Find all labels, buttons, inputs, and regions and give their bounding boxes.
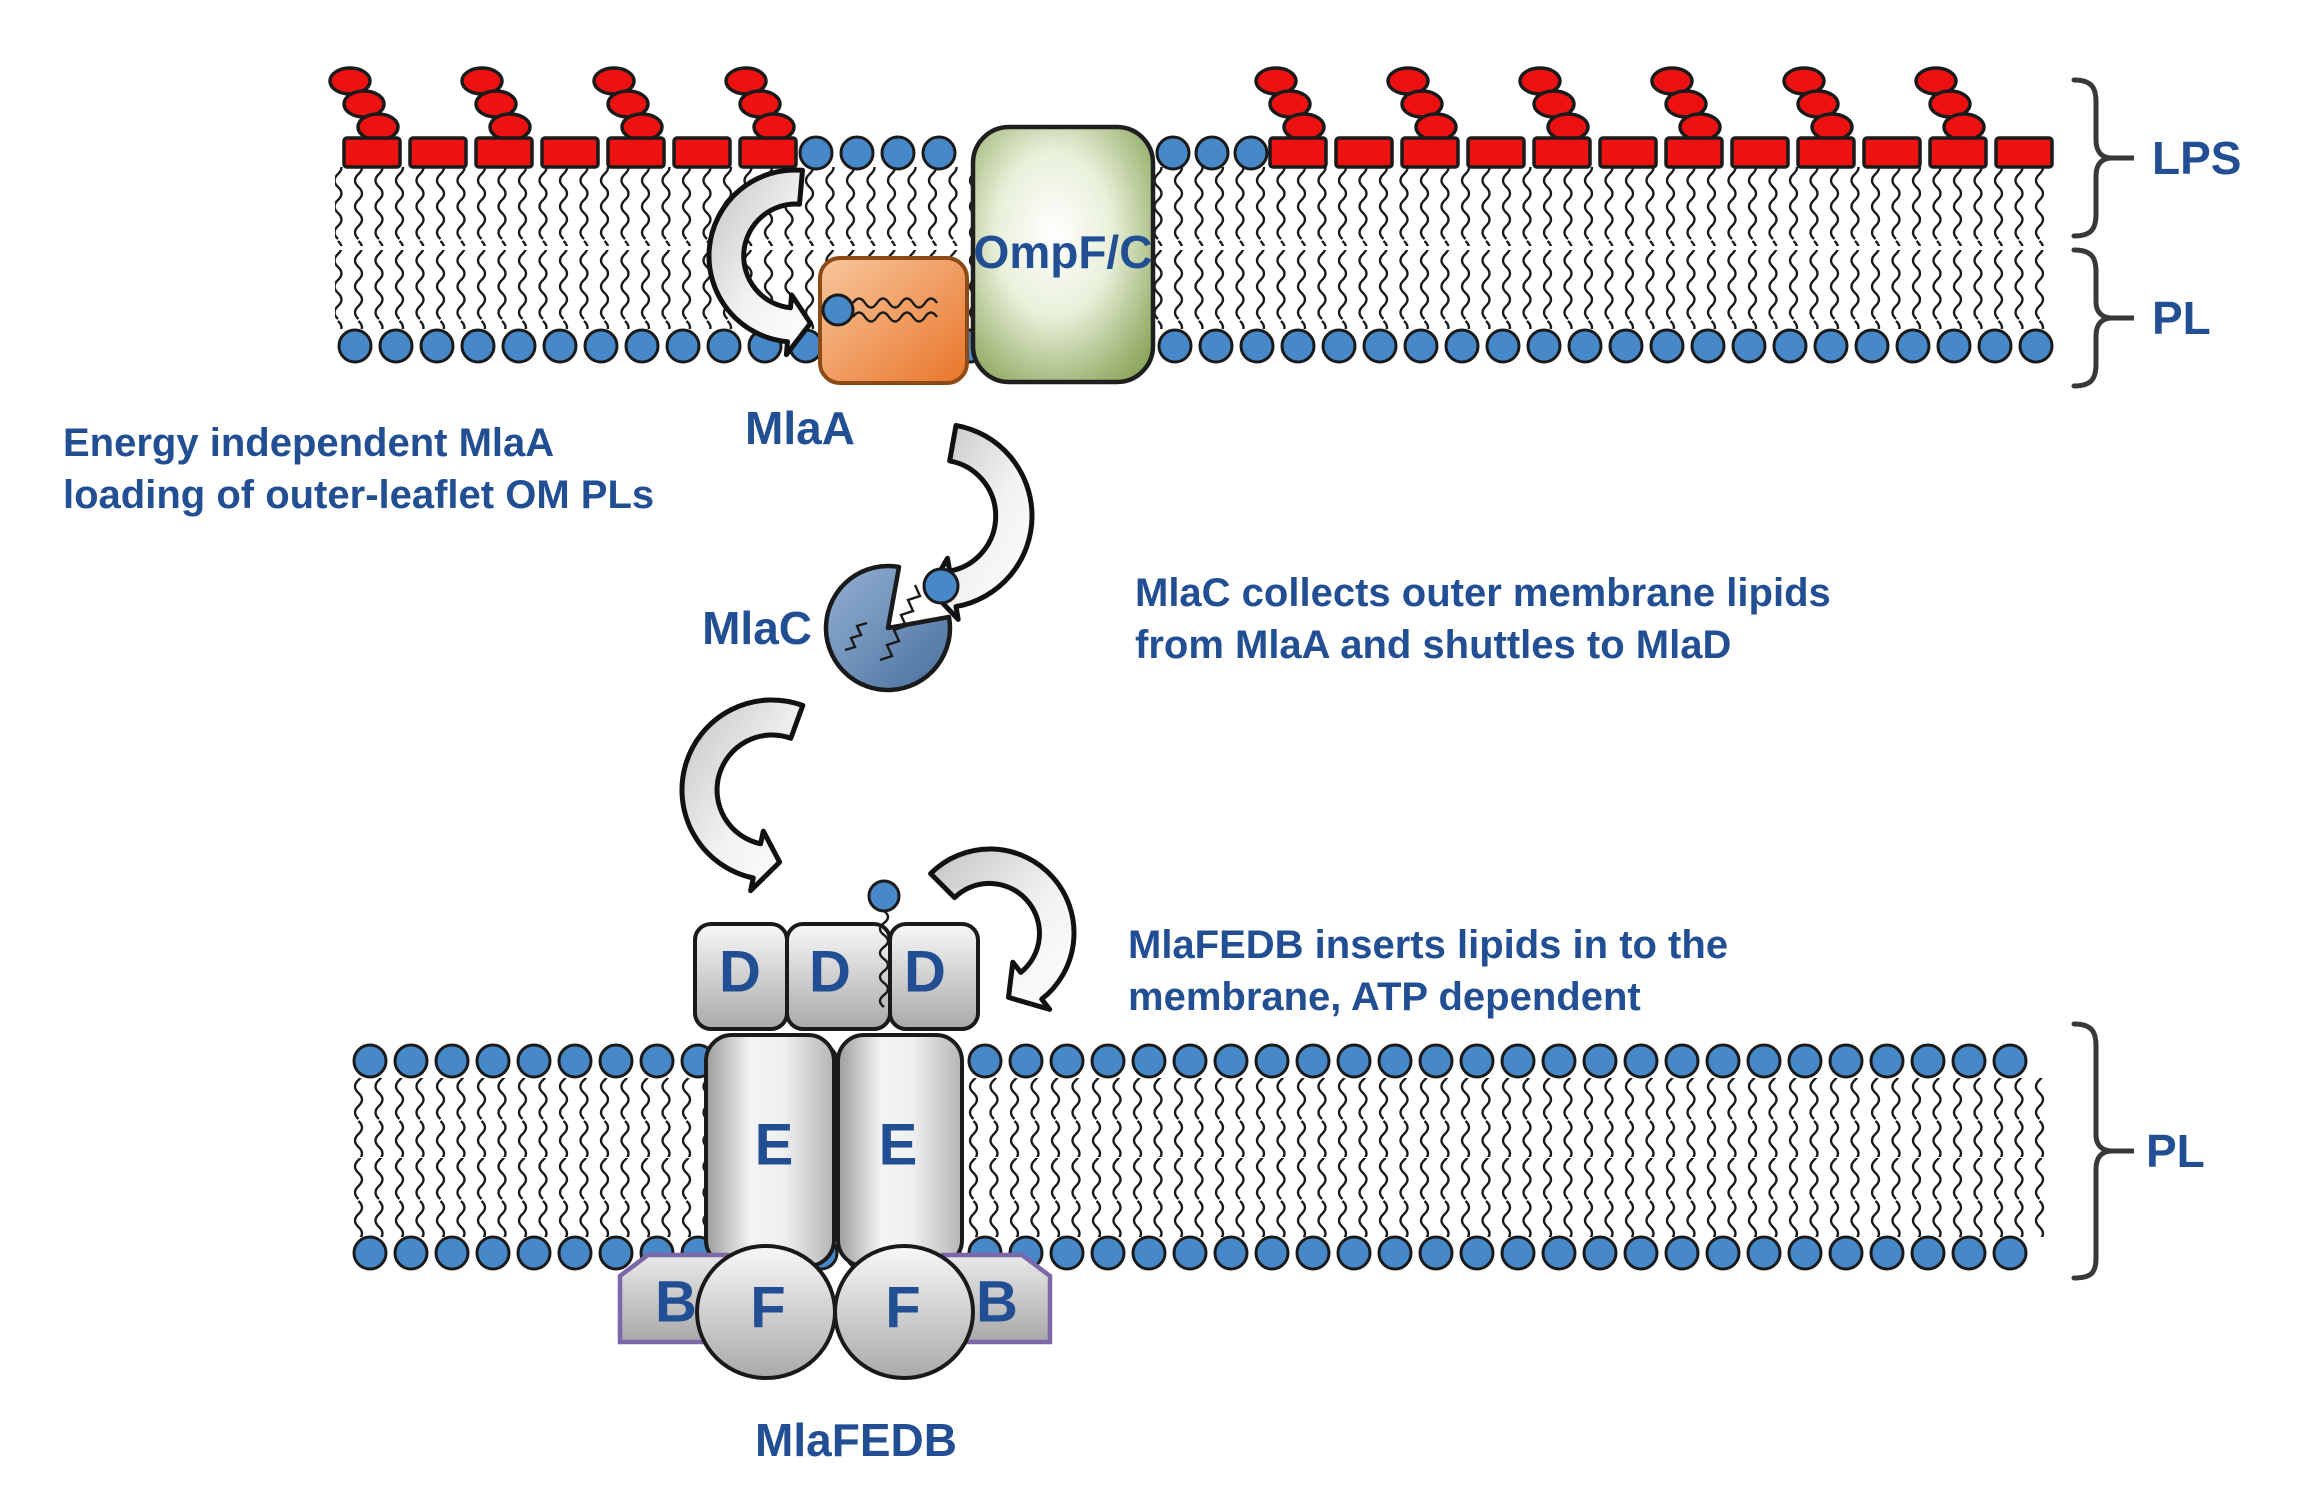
arrow-mlafedb-to-membrane [928, 846, 1077, 1012]
outer-leaflet-tails [335, 167, 2047, 246]
outer-leaflet-tails [350, 1078, 2050, 1157]
annotations: Energy independent MlaA loading of outer… [63, 402, 1831, 1466]
annotation-mlac-shuttle-line1: MlaC collects outer membrane lipids [1135, 571, 1831, 615]
layer-brackets: LPS PL PL [2071, 77, 2241, 1281]
phospholipid-in-mlaa [821, 293, 938, 327]
pl-brace-inner-membrane [2071, 1021, 2134, 1281]
inner-leaflet-tails [350, 1158, 2050, 1237]
mlafedb-label: MlaFEDB [755, 1414, 957, 1466]
annotation-mlac-shuttle-line2: from MlaA and shuttles to MlaD [1135, 623, 1731, 667]
annotation-mlafedb-insert-line1: MlaFEDB inserts lipids in to the [1128, 923, 1728, 967]
mlaa-label: MlaA [745, 402, 855, 454]
mlad-letter: D [904, 940, 946, 1005]
pl-label-inner: PL [2146, 1125, 2205, 1177]
mlad-letter: D [809, 940, 851, 1005]
outer-leaflet-pl-heads-gap2 [1155, 135, 1269, 171]
outer-leaflet-pl-heads [352, 1043, 2028, 1079]
outer-membrane [328, 66, 2054, 364]
inner-membrane [350, 1043, 2050, 1271]
mlac-body [823, 563, 953, 693]
ompfc-label: OmpF/C [974, 226, 1153, 278]
lps-oantigen-row-left [328, 66, 796, 142]
phospholipid-in-mlad [867, 879, 901, 1008]
pl-label-outer: PL [2152, 292, 2211, 344]
annotation-mlaa-loading-line2: loading of outer-leaflet OM PLs [63, 473, 654, 517]
mlaa-protein [818, 256, 969, 385]
lps-head-row-right [1268, 136, 2054, 169]
mlac-label: MlaC [702, 602, 812, 654]
annotation-mlafedb-insert-line2: membrane, ATP dependent [1128, 975, 1641, 1019]
inner-leaflet-pl-heads [352, 1235, 2028, 1271]
annotation-mlaa-loading-line1: Energy independent MlaA [63, 421, 554, 465]
pl-brace-outer-membrane [2071, 247, 2134, 389]
mlac-protein [823, 563, 960, 693]
mlad-subunit-right [888, 922, 980, 1031]
outer-leaflet-pl-heads-gap1 [798, 135, 957, 171]
mlafedb-complex: D D D E E F F B B [617, 879, 1053, 1380]
mlab-letter: B [655, 1270, 697, 1335]
mlad-letter: D [719, 940, 761, 1005]
arrow-mlac-to-mlad [679, 697, 806, 894]
phospholipid-in-mlac [844, 567, 960, 662]
mlab-letter: B [976, 1270, 1018, 1335]
mlae-letter: E [755, 1113, 794, 1178]
mlaf-letter: F [750, 1276, 785, 1341]
mlaf-letter: F [885, 1276, 920, 1341]
arrow-mlaa-to-mlac [927, 422, 1035, 622]
inner-leaflet-pl-heads [337, 328, 2054, 364]
ompfc-protein: OmpF/C [970, 124, 1156, 385]
mlaf-subunit-right [833, 1244, 975, 1380]
lps-head-row-left [342, 136, 798, 169]
mlae-letter: E [879, 1113, 918, 1178]
lps-brace [2071, 77, 2134, 239]
lps-label: LPS [2152, 132, 2241, 184]
arrow-om-to-mlaa [706, 167, 813, 358]
inner-leaflet-tails [335, 250, 2047, 329]
lps-oantigen-row-right [1254, 66, 1986, 142]
